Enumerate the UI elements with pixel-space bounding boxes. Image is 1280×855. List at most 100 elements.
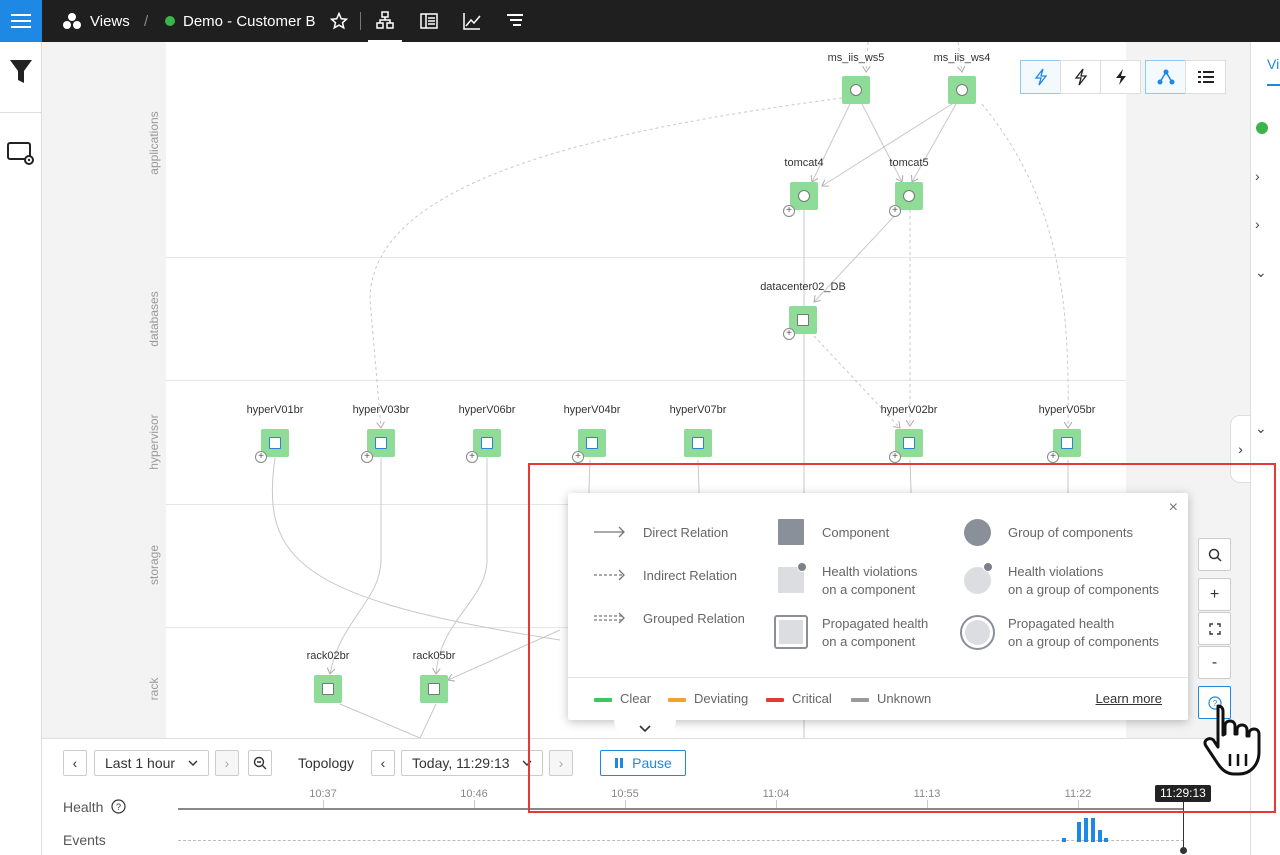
graph-layout-button[interactable] [1145,60,1186,94]
indirect-relation-icon [594,569,625,581]
visualization-settings-button[interactable] [0,126,42,182]
list-view-button[interactable] [412,0,446,42]
events-view-button[interactable] [498,0,532,42]
show-root-cause-full-button[interactable] [1100,60,1141,94]
expand-node-button[interactable]: + [361,451,373,463]
component-node-tomcat4[interactable] [790,182,818,210]
star-icon [330,12,348,30]
health-help-icon[interactable]: ? [111,799,126,819]
time-select[interactable]: Today, 11:29:13 [401,750,543,776]
search-button[interactable] [1198,538,1231,571]
chevron-right-icon[interactable]: › [1255,216,1260,232]
expand-node-button[interactable]: + [572,451,584,463]
panel-collapse-handle[interactable]: › [1230,415,1250,483]
timeline-cursor[interactable] [1183,802,1184,850]
range-next-button[interactable]: › [215,750,239,776]
node-label: tomcat4 [784,157,824,169]
show-root-cause-off-button[interactable] [1020,60,1061,94]
legend-help-button[interactable]: ? [1198,686,1231,719]
health-timeline[interactable] [178,808,1184,810]
time-prev-button[interactable]: ‹ [371,750,395,776]
view-name: Demo - Customer B [183,12,316,30]
filter-button[interactable] [0,44,42,100]
menu-button[interactable] [0,0,42,42]
timeline-cursor-label: 11:29:13 [1155,785,1211,802]
pause-button[interactable]: Pause [600,750,686,776]
views-breadcrumb[interactable]: Views [62,0,130,42]
chevron-down-icon[interactable]: ⌄ [1255,420,1267,436]
expand-node-button[interactable]: + [783,205,795,217]
range-prev-button[interactable]: ‹ [63,750,87,776]
component-node-rack02br[interactable] [314,675,342,703]
expand-node-button[interactable]: + [255,451,267,463]
event-bar[interactable] [1098,830,1102,842]
legend-health-violations-group: Health violations on a group of componen… [1008,564,1160,597]
node-label: hyperV05br [1038,404,1096,416]
topology-view-button[interactable] [368,0,402,42]
component-node-ms-iis-ws5[interactable] [842,76,870,104]
node-label: hyperV03br [352,404,410,416]
zoom-out-button[interactable]: - [1198,646,1231,679]
tick-mark [927,800,928,810]
component-node-tomcat5[interactable] [895,182,923,210]
component-node-hyperv05br[interactable] [1053,429,1081,457]
zoom-in-button[interactable]: + [1198,578,1231,611]
iis-icon [850,84,862,96]
iis-icon [956,84,968,96]
component-node-hyperv01br[interactable] [261,429,289,457]
event-bar[interactable] [1084,818,1088,842]
expand-node-button[interactable]: + [889,205,901,217]
fit-to-screen-button[interactable] [1198,612,1231,645]
event-bar[interactable] [1077,822,1081,842]
status-dot [1256,122,1268,134]
tick-mark [625,800,626,810]
time-tick: 10:55 [611,788,639,800]
health-violation-dot [797,562,807,572]
node-label: hyperV02br [880,404,938,416]
chevron-down-icon[interactable]: ⌄ [1255,264,1267,280]
tick-mark [323,800,324,810]
expand-node-button[interactable]: + [783,328,795,340]
view-title[interactable]: Demo - Customer B [165,0,316,42]
direct-relation-icon [594,526,625,538]
legend-deviating: Deviating [694,691,749,706]
expand-node-button[interactable]: + [466,451,478,463]
favorite-button[interactable] [322,0,356,42]
timeline-icon [507,14,523,26]
component-node-ms-iis-ws4[interactable] [948,76,976,104]
time-next-button[interactable]: › [549,750,573,776]
event-bar[interactable] [1091,818,1095,842]
component-node-rack05br[interactable] [420,675,448,703]
time-tick: 11:13 [913,788,941,800]
legend-collapse-tab[interactable] [614,720,676,738]
event-bar[interactable] [1062,838,1066,842]
visualization-toolbar [1020,60,1226,94]
pause-label: Pause [632,755,672,771]
right-panel-tab[interactable]: Vi [1267,56,1280,86]
chevron-right-icon[interactable]: › [1255,168,1260,184]
component-node-hyperv06br[interactable] [473,429,501,457]
views-icon [63,13,81,29]
component-node-hyperv07br[interactable] [684,429,712,457]
events-timeline[interactable] [178,840,1184,841]
telemetry-view-button[interactable] [455,0,489,42]
help-icon: ? [1207,695,1222,710]
pause-icon [615,758,624,768]
zoom-out-time-button[interactable] [248,750,272,776]
show-root-cause-partial-button[interactable] [1060,60,1101,94]
legend-close-button[interactable]: × [1168,499,1178,516]
time-range-select[interactable]: Last 1 hour [94,750,209,776]
component-swatch [778,519,804,545]
list-layout-button[interactable] [1185,60,1226,94]
legend-divider [568,677,1188,678]
expand-node-button[interactable]: + [889,451,901,463]
learn-more-link[interactable]: Learn more [1095,691,1162,706]
event-bar[interactable] [1104,838,1108,842]
list-view-icon [420,13,438,29]
timeline-cursor-handle[interactable] [1180,847,1187,854]
expand-node-button[interactable]: + [1047,451,1059,463]
unknown-swatch [851,698,869,702]
svg-text:?: ? [116,802,121,812]
database-icon [797,314,809,326]
component-node-hyperv02br[interactable] [895,429,923,457]
